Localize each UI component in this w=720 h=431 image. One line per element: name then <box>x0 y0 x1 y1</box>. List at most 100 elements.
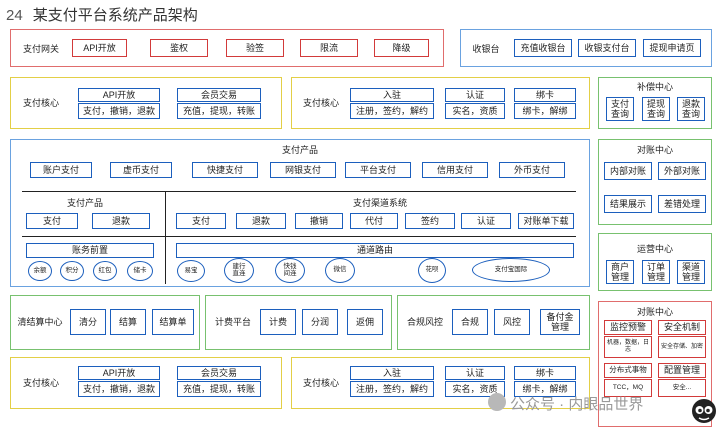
core-left2-api-body[interactable]: 支付，撤销，退款 <box>78 381 160 397</box>
product-credit-pay[interactable]: 信用支付 <box>422 162 488 178</box>
routing-title: 通道路由 <box>176 243 574 258</box>
core-left2-member-head: 会员交易 <box>177 366 261 380</box>
core-left2-member-body[interactable]: 充值，提现，转账 <box>177 381 261 397</box>
reconcile-error-handling[interactable]: 差错处理 <box>658 195 706 213</box>
billing-label: 计费平台 <box>214 316 251 327</box>
monitor-tx-detail: TCC，MQ <box>604 379 652 397</box>
account-oval-balance[interactable]: 余额 <box>28 261 52 281</box>
product-platform-pay[interactable]: 平台支付 <box>345 162 411 178</box>
core-right2-card-body[interactable]: 绑卡，解绑 <box>514 381 576 397</box>
operation-channel-mgmt[interactable]: 渠道 管理 <box>677 260 705 284</box>
monitor-alert-detail: 机器，数据，日志 <box>604 336 652 358</box>
divider-horizontal-mid <box>22 236 576 237</box>
gateway-item-verify[interactable]: 验签 <box>226 39 284 57</box>
gateway-item-ratelimit[interactable]: 限流 <box>300 39 358 57</box>
account-oval-points[interactable]: 积分 <box>60 261 84 281</box>
clearing-settle-sheet[interactable]: 结算单 <box>152 309 194 335</box>
channel-refund[interactable]: 退款 <box>236 213 286 229</box>
gateway-item-auth[interactable]: 鉴权 <box>150 39 208 57</box>
cashier-item-recharge[interactable]: 充值收银台 <box>514 39 572 57</box>
core-right2-onboard-body[interactable]: 注册，签约，解约 <box>350 381 434 397</box>
account-oval-storedcard[interactable]: 储卡 <box>127 261 153 281</box>
product-virtual-pay[interactable]: 虚币支付 <box>110 162 172 178</box>
mascot-icon <box>692 399 716 423</box>
monitor-distributed-tx[interactable]: 分布式事物 <box>604 363 652 378</box>
core-left-member-head: 会员交易 <box>177 88 261 102</box>
monitor-title: 对账中心 <box>636 306 673 317</box>
product-quick-pay[interactable]: 快捷支付 <box>192 162 258 178</box>
product-ebank-pay[interactable]: 网银支付 <box>270 162 336 178</box>
core-left2-api-head: API开放 <box>78 366 160 380</box>
watermark-text: 公众号 · 内眼品世界 <box>510 396 644 413</box>
core-right-cert-head: 认证 <box>445 88 505 102</box>
core-left-api-body[interactable]: 支付，撤销，退款 <box>78 103 160 119</box>
core-right2-label: 支付核心 <box>302 377 339 388</box>
channel-statement-download[interactable]: 对账单下载 <box>518 213 574 229</box>
routing-oval-huabei[interactable]: 花呗 <box>418 258 446 283</box>
routing-oval-yeepay[interactable]: 易宝 <box>177 260 205 282</box>
routing-oval-ccb-direct[interactable]: 建行 直连 <box>224 258 254 283</box>
operation-merchant-mgmt[interactable]: 商户 管理 <box>606 260 634 284</box>
billing-profit-share[interactable]: 分润 <box>302 309 338 335</box>
account-oval-redpacket[interactable]: 红包 <box>93 261 117 281</box>
core-left-api-head: API开放 <box>78 88 160 102</box>
products-title: 支付产品 <box>281 144 318 155</box>
billing-panel <box>205 295 392 350</box>
monitor-security-detail: 安全存储、加密 <box>658 336 706 358</box>
cashier-item-pay[interactable]: 收银支付台 <box>578 39 636 57</box>
core-right-cert-body[interactable]: 实名，资质 <box>445 103 505 119</box>
channel-payout[interactable]: 代付 <box>350 213 398 229</box>
billing-fee[interactable]: 计费 <box>260 309 296 335</box>
risk-control[interactable]: 风控 <box>494 309 530 335</box>
clearing-split[interactable]: 清分 <box>70 309 106 335</box>
channel-revoke[interactable]: 撤销 <box>295 213 343 229</box>
risk-reserve-mgmt[interactable]: 备付金 管理 <box>540 309 580 335</box>
core-right2-onboard-head: 入驻 <box>350 366 434 380</box>
routing-oval-alipay-intl[interactable]: 支付宝国际 <box>472 258 550 282</box>
routing-oval-wechat[interactable]: 微信 <box>325 258 355 283</box>
monitor-security[interactable]: 安全机制 <box>658 320 706 335</box>
gateway-item-api[interactable]: API开放 <box>72 39 127 57</box>
product-sub-refund[interactable]: 退款 <box>92 213 150 229</box>
cashier-item-withdraw[interactable]: 提现申请页 <box>643 39 701 57</box>
channel-verify[interactable]: 认证 <box>461 213 511 229</box>
gateway-label: 支付网关 <box>22 43 59 54</box>
core-right-card-body[interactable]: 绑卡，解绑 <box>514 103 576 119</box>
channel-sign[interactable]: 签约 <box>405 213 455 229</box>
core-left2-label: 支付核心 <box>22 377 59 388</box>
core-right2-cert-body[interactable]: 实名，资质 <box>445 381 505 397</box>
gateway-item-degrade[interactable]: 降级 <box>374 39 429 57</box>
reconcile-result-display[interactable]: 结果展示 <box>604 195 652 213</box>
compensation-refund-query[interactable]: 退款 查询 <box>677 97 705 121</box>
routing-oval-99bill[interactable]: 快钱 间连 <box>275 258 305 283</box>
billing-rebate[interactable]: 返佣 <box>347 309 383 335</box>
channel-pay[interactable]: 支付 <box>176 213 226 229</box>
risk-label: 合规风控 <box>406 316 443 327</box>
channel-title: 支付渠道系统 <box>352 197 407 208</box>
product-sub-pay[interactable]: 支付 <box>26 213 78 229</box>
core-right-card-head: 绑卡 <box>514 88 576 102</box>
compensation-withdraw-query[interactable]: 提现 查询 <box>642 97 670 121</box>
risk-compliance[interactable]: 合规 <box>452 309 488 335</box>
core-right2-card-head: 绑卡 <box>514 366 576 380</box>
core-right-label: 支付核心 <box>302 97 339 108</box>
core-right2-cert-head: 认证 <box>445 366 505 380</box>
core-right-onboard-head: 入驻 <box>350 88 434 102</box>
compensation-pay-query[interactable]: 支付 查询 <box>606 97 634 121</box>
product-foreign-pay[interactable]: 外币支付 <box>499 162 565 178</box>
operation-title: 运营中心 <box>636 243 673 254</box>
core-left-member-body[interactable]: 充值，提现，转账 <box>177 103 261 119</box>
core-right-onboard-body[interactable]: 注册，签约，解约 <box>350 103 434 119</box>
reconcile-internal[interactable]: 内部对账 <box>604 162 652 180</box>
divider-horizontal-top <box>22 191 576 192</box>
cashier-label: 收银台 <box>472 43 500 54</box>
wechat-icon <box>488 393 506 411</box>
operation-order-mgmt[interactable]: 订单 管理 <box>642 260 670 284</box>
clearing-settle[interactable]: 结算 <box>110 309 146 335</box>
monitor-alert[interactable]: 监控预警 <box>604 320 652 335</box>
monitor-config-mgmt[interactable]: 配置管理 <box>658 363 706 378</box>
product-account-pay[interactable]: 账户支付 <box>30 162 92 178</box>
reconcile-external[interactable]: 外部对账 <box>658 162 706 180</box>
divider-vertical <box>165 191 166 284</box>
